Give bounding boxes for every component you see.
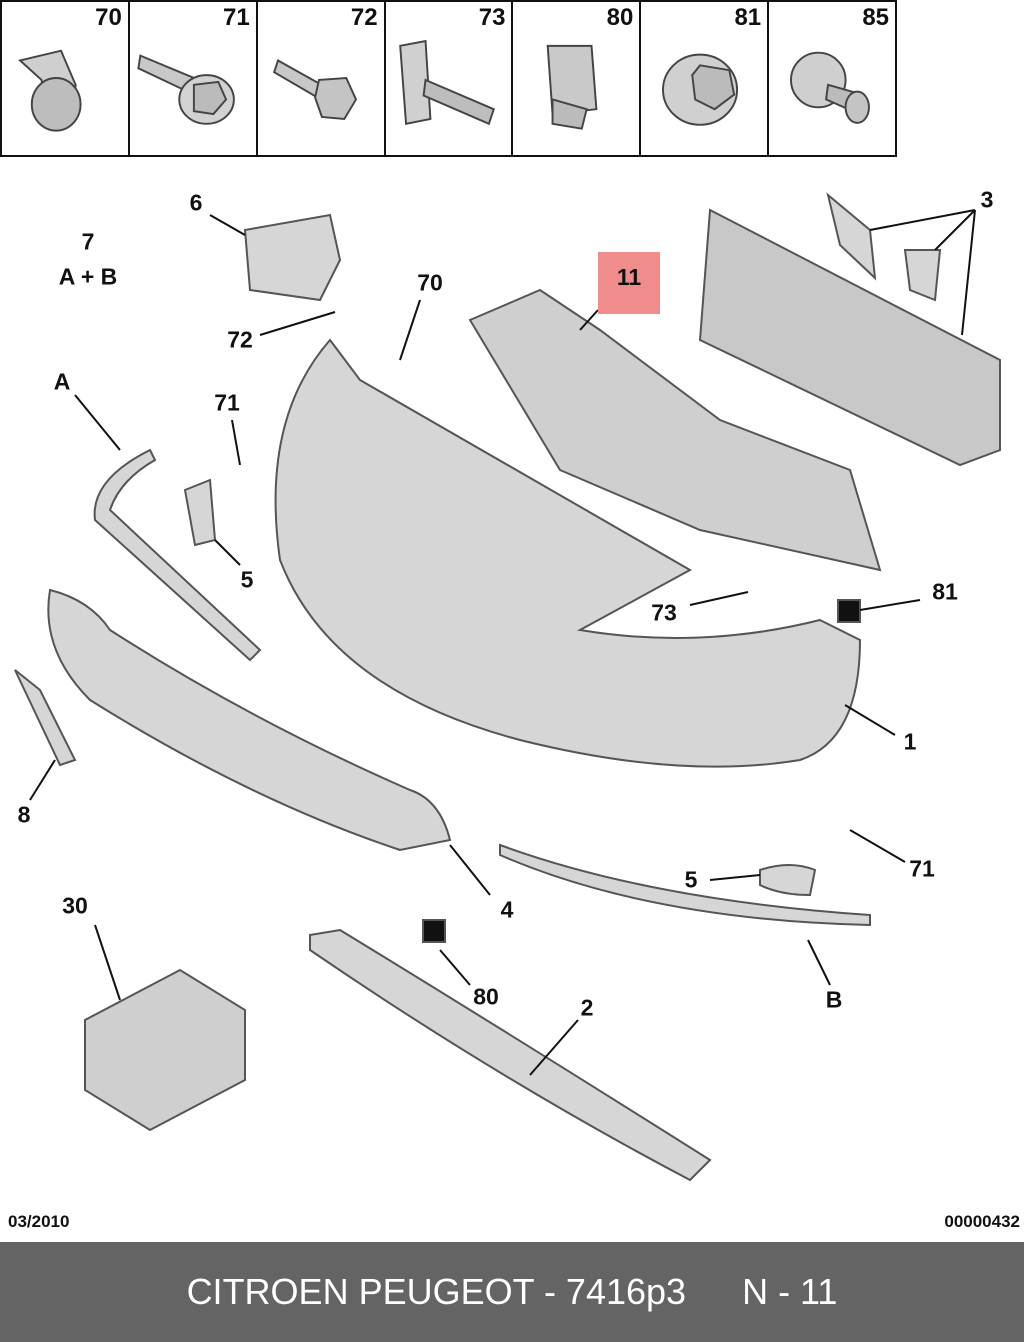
part-4-lip bbox=[47, 588, 452, 852]
banner-page: N - 11 bbox=[742, 1271, 838, 1312]
part-grille bbox=[698, 208, 1001, 467]
part-1-bumper bbox=[274, 338, 862, 768]
callout-73: 73 bbox=[651, 599, 677, 626]
part-2-skid bbox=[309, 928, 712, 1182]
callout-72: 72 bbox=[227, 326, 253, 353]
fastener-72[interactable]: 72 bbox=[258, 2, 386, 155]
callout-8: 8 bbox=[17, 801, 31, 828]
footer-code: 00000432 bbox=[944, 1212, 1020, 1231]
banner-title: CITROEN PEUGEOT - 7416p3 bbox=[186, 1271, 687, 1312]
clip-nut-icon bbox=[547, 44, 598, 130]
callout-B: B bbox=[825, 986, 843, 1013]
callout-7: 7 bbox=[81, 228, 95, 255]
part-3-a bbox=[826, 192, 877, 281]
fastener-71[interactable]: 71 bbox=[130, 2, 258, 155]
part-5-left bbox=[183, 478, 217, 547]
callout-1: 1 bbox=[903, 728, 917, 755]
callout-3: 3 bbox=[980, 186, 994, 213]
part-8 bbox=[14, 669, 77, 767]
fastener-80[interactable]: 80 bbox=[513, 2, 642, 155]
title-banner: CITROEN PEUGEOT - 7416p3 N - 11 bbox=[0, 1242, 1024, 1342]
callout-7-a-b: A + B bbox=[58, 263, 118, 290]
callout-5-left: 5 bbox=[240, 566, 254, 593]
part-3-b bbox=[903, 249, 942, 302]
footer-date: 03/2010 bbox=[8, 1212, 70, 1231]
push-rivet-icon bbox=[790, 51, 871, 124]
screw-washer-icon bbox=[137, 54, 235, 125]
callout-71-left: 71 bbox=[214, 389, 240, 416]
callout-71-right: 71 bbox=[909, 855, 935, 882]
part-11-support bbox=[468, 288, 882, 572]
fastener-73[interactable]: 73 bbox=[386, 2, 514, 155]
exploded-parts-drawing bbox=[14, 192, 1001, 1182]
callout-6: 6 bbox=[189, 189, 203, 216]
fastener-legend: 70 71 72 73 80 81 85 bbox=[0, 0, 897, 157]
part-30-kit bbox=[84, 968, 246, 1132]
part-A-strip bbox=[93, 448, 262, 662]
part-B-strip bbox=[499, 843, 871, 927]
callout-81: 81 bbox=[932, 578, 958, 605]
callout-2: 2 bbox=[580, 994, 594, 1021]
callout-80: 80 bbox=[473, 983, 499, 1010]
nut-icon bbox=[662, 53, 739, 126]
fastener-70[interactable]: 70 bbox=[2, 2, 130, 155]
screw-hex-icon bbox=[272, 59, 357, 120]
callout-11-highlighted[interactable]: 11 bbox=[598, 252, 660, 314]
screw-flat-head-icon bbox=[18, 49, 82, 132]
callout-A: A bbox=[53, 368, 71, 395]
fastener-81[interactable]: 81 bbox=[641, 2, 770, 155]
part-80-clip bbox=[422, 919, 446, 943]
part-81-nut bbox=[837, 599, 861, 623]
callout-70: 70 bbox=[417, 269, 443, 296]
part-5-right bbox=[759, 864, 817, 897]
fastener-85[interactable]: 85 bbox=[769, 2, 895, 155]
callout-4: 4 bbox=[500, 896, 514, 923]
callout-30: 30 bbox=[62, 892, 88, 919]
callout-5-right: 5 bbox=[684, 866, 698, 893]
stud-plate-icon bbox=[398, 39, 495, 126]
part-6-badge bbox=[243, 213, 342, 302]
